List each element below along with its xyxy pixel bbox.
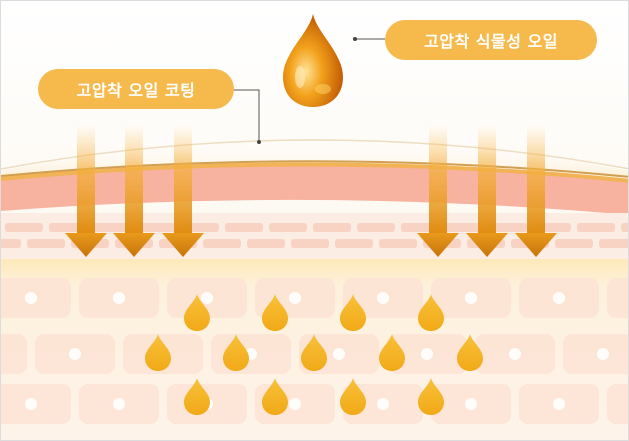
down-arrow-icon xyxy=(466,125,508,257)
cell-nucleus xyxy=(377,398,389,410)
oil-coating-label: 고압착 오일 코팅 xyxy=(38,69,234,109)
brick xyxy=(5,223,43,232)
cell-nucleus xyxy=(113,398,125,410)
water-drop-icon xyxy=(301,334,327,371)
cell-nucleus xyxy=(69,348,81,360)
plant-oil-label: 고압착 식물성 오일 xyxy=(385,20,597,60)
oil-drop-icon xyxy=(283,14,343,107)
down-arrow-icon xyxy=(417,125,459,257)
coating-leader-line xyxy=(234,89,260,142)
moisture-drops xyxy=(145,294,483,415)
cell-nucleus xyxy=(465,398,477,410)
brick xyxy=(599,239,628,248)
skin-cell xyxy=(563,334,628,374)
brick xyxy=(137,223,175,232)
skin-pink-layer xyxy=(1,164,628,215)
brick xyxy=(27,239,65,248)
brick xyxy=(203,239,241,248)
cell-nucleus xyxy=(113,292,125,304)
brick xyxy=(489,223,527,232)
skin-cell xyxy=(1,334,27,374)
brick xyxy=(313,223,351,232)
cell-nucleus xyxy=(421,348,433,360)
brick xyxy=(445,223,483,232)
coating-leader-dot xyxy=(257,140,261,144)
cell-nucleus xyxy=(553,292,565,304)
water-drop-icon xyxy=(145,334,171,371)
penetration-arrows xyxy=(65,125,557,257)
skin-cell xyxy=(607,384,628,424)
down-arrow-icon xyxy=(515,125,557,257)
water-drop-icon xyxy=(379,334,405,371)
down-arrow-icon xyxy=(162,125,204,257)
cell-nucleus xyxy=(289,292,301,304)
cell-nucleus xyxy=(333,348,345,360)
down-arrow-icon xyxy=(65,125,107,257)
cell-nucleus xyxy=(201,292,213,304)
cell-nucleus xyxy=(509,348,521,360)
cell-nucleus xyxy=(25,398,37,410)
water-drop-icon xyxy=(418,294,444,331)
brick xyxy=(357,223,395,232)
water-drop-icon xyxy=(418,378,444,415)
brick xyxy=(1,239,21,248)
brick xyxy=(93,223,131,232)
water-drop-icon xyxy=(262,294,288,331)
skin-cell xyxy=(607,278,628,318)
water-drop-icon xyxy=(340,378,366,415)
brick xyxy=(225,223,263,232)
brick xyxy=(577,223,615,232)
water-drop-icon xyxy=(340,294,366,331)
brick xyxy=(247,239,285,248)
brick xyxy=(335,239,373,248)
cell-nucleus xyxy=(465,292,477,304)
cell-nucleus xyxy=(377,292,389,304)
brick-cells xyxy=(1,223,628,248)
cell-nucleus xyxy=(597,348,609,360)
water-drop-icon xyxy=(184,378,210,415)
cell-nucleus xyxy=(289,398,301,410)
cell-nucleus xyxy=(25,292,37,304)
brick xyxy=(555,239,593,248)
water-drop-icon xyxy=(262,378,288,415)
cell-nucleus xyxy=(553,398,565,410)
water-drop-icon xyxy=(223,334,249,371)
brick xyxy=(269,223,307,232)
brick xyxy=(379,239,417,248)
water-drop-icon xyxy=(184,294,210,331)
brick xyxy=(291,239,329,248)
brick xyxy=(621,223,628,232)
water-drop-icon xyxy=(457,334,483,371)
down-arrow-icon xyxy=(113,125,155,257)
oil-leader-dot xyxy=(353,37,357,41)
